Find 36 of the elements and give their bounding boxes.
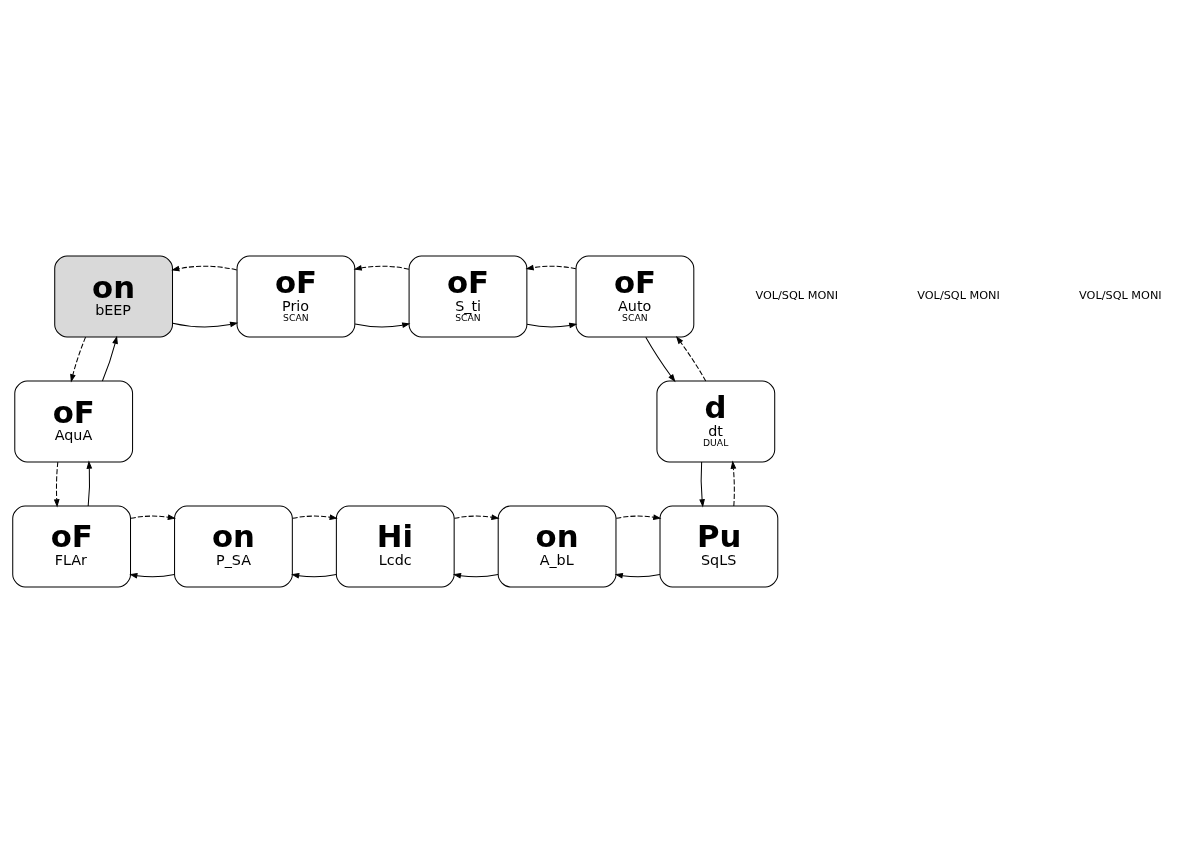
arrow (130, 514, 176, 521)
node-box: on A_bL (497, 505, 617, 588)
arrow (70, 336, 87, 383)
arrow (614, 572, 661, 579)
arrow (53, 461, 60, 508)
arrow (86, 460, 93, 507)
arrow (699, 461, 705, 508)
arrow (292, 514, 338, 521)
arrow (645, 336, 676, 383)
arrow (291, 572, 337, 579)
arrow (354, 322, 411, 328)
node-box: d dt DUAL (656, 380, 776, 463)
node-box: oF FLAr (12, 505, 132, 588)
arrow (353, 265, 410, 271)
arrow (453, 514, 500, 521)
label: VOL/SQL MONI (917, 289, 1000, 303)
arrow (452, 572, 499, 579)
arrow (615, 514, 662, 520)
label: VOL/SQL MONI (1079, 289, 1162, 303)
arrow (101, 335, 118, 382)
arrow (526, 322, 578, 329)
arrow (730, 460, 737, 507)
arrow (675, 335, 707, 382)
node-box: oF S_ti SCAN (408, 255, 528, 338)
node-box: on bEEP (54, 255, 173, 338)
node-box: Hi Lcdc (335, 505, 455, 588)
node-box: oF AquA (14, 380, 134, 463)
arrow (525, 264, 577, 271)
arrow (171, 265, 238, 272)
node-box: oF Prio SCAN (236, 255, 356, 338)
node-box: on P_SA (174, 505, 293, 588)
arrow (172, 321, 239, 328)
arrow (129, 572, 175, 579)
node-box: Pu SqLS (659, 505, 779, 588)
node-box: oF Auto SCAN (575, 255, 695, 338)
label: VOL/SQL MONI (755, 289, 839, 303)
